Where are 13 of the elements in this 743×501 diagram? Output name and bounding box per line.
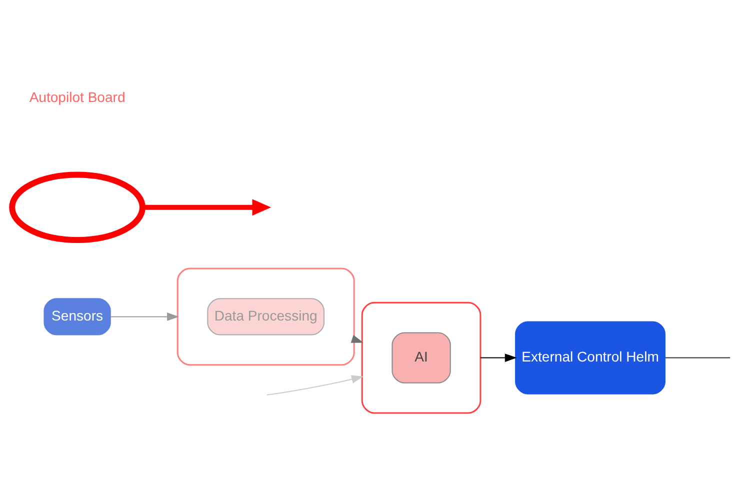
arrow [480,354,517,362]
node-box: AI [392,332,451,384]
arrow [266,375,364,396]
arrow [142,199,272,216]
node-box: Data Processing [207,298,324,336]
label: Autopilot Board [29,88,126,105]
connector [665,357,730,358]
arrow [110,312,180,321]
node-box: External Control Helm [515,321,666,394]
node-ellipse [9,172,146,243]
cluster [176,268,355,366]
cluster [361,302,482,414]
node-box: Sensors [44,298,111,336]
